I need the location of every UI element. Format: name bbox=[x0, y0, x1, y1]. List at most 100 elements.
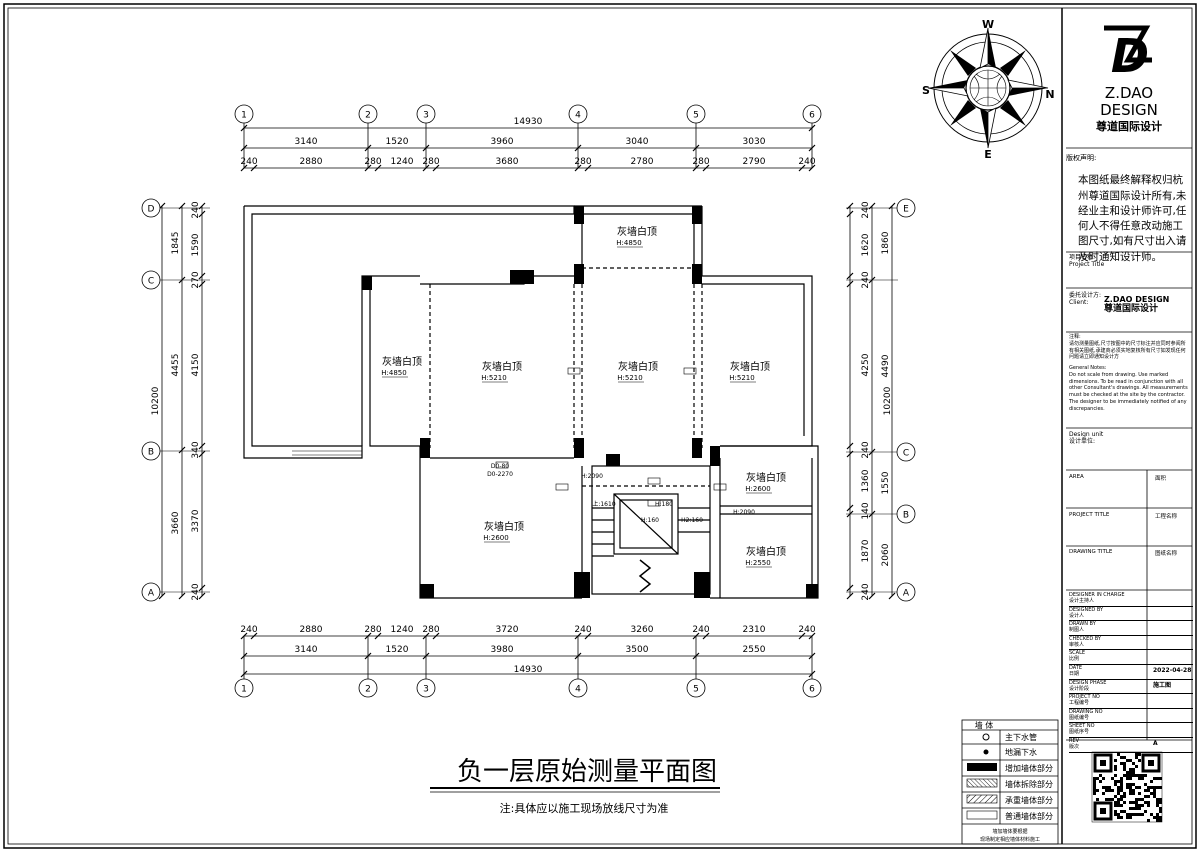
axis-bubble-right-A bbox=[896, 582, 916, 602]
row-en-label: CHECKED BY bbox=[1069, 635, 1101, 642]
legend-item-label: 增加墙体部分 bbox=[1005, 763, 1053, 773]
legend-footer-1: 墙加墙体要根据 bbox=[992, 828, 1027, 835]
row-en-label: DESIGN PHASE bbox=[1069, 679, 1107, 686]
dimension-value: 3140 bbox=[295, 645, 318, 655]
dimension-value: 2880 bbox=[300, 625, 323, 635]
axis-label-2: 2 bbox=[365, 685, 371, 695]
row-cn-label: 日期 bbox=[1069, 670, 1080, 677]
row-value: 施工图 bbox=[1153, 681, 1172, 689]
dimension-value: 3980 bbox=[491, 645, 514, 655]
opening-marker bbox=[683, 367, 697, 375]
room-finish-label: 灰墙白顶 bbox=[617, 225, 657, 238]
sheet-border-outer bbox=[3, 3, 1197, 849]
notes-cn: 请勿测量图纸,尺寸按图中的尺寸标注并应同时参阅所有相关图纸,承建商必须实地复核所… bbox=[1069, 340, 1186, 361]
axis-bubble-1 bbox=[234, 104, 254, 124]
axis-label-4: 4 bbox=[575, 111, 581, 121]
row-en-label: PROJECT NO bbox=[1069, 694, 1100, 701]
axis-label-6: 6 bbox=[809, 685, 815, 695]
dimension-value: 2060 bbox=[881, 543, 891, 566]
axis-label-left: A bbox=[148, 589, 155, 599]
dimension-value: 3260 bbox=[631, 625, 654, 635]
row-en-label: DATE bbox=[1069, 664, 1083, 671]
dimension-value: 2780 bbox=[631, 157, 654, 167]
drawing-title-row-label: DRAWING TITLE bbox=[1069, 549, 1113, 555]
row-en-label: REV bbox=[1069, 737, 1080, 744]
axis-label-4: 4 bbox=[575, 685, 581, 695]
zdao-logo: D bbox=[1104, 25, 1152, 83]
dimension-value: 240 bbox=[240, 625, 257, 635]
room-finish-label: 灰墙白顶 bbox=[618, 360, 658, 373]
row-cn-label: 设计阶段 bbox=[1069, 685, 1090, 692]
north-compass-icon: W E S N bbox=[922, 18, 1055, 161]
axis-bubble-5 bbox=[686, 678, 706, 698]
room-height-label: H:2550 bbox=[745, 559, 770, 567]
area-cn: 面积 bbox=[1155, 476, 1167, 482]
axis-label-1: 1 bbox=[241, 685, 247, 695]
opening-marker bbox=[713, 483, 727, 491]
row-cn-label: 审核人 bbox=[1069, 641, 1085, 648]
dimension-value: 4490 bbox=[881, 354, 891, 377]
room-finish-label: 灰墙白顶 bbox=[382, 355, 422, 368]
axis-bubble-2 bbox=[358, 104, 378, 124]
dimension-value: 3030 bbox=[743, 137, 766, 147]
dimension-value: 1590 bbox=[191, 233, 201, 256]
legend-item-label: 墙体拆除部分 bbox=[1005, 779, 1053, 789]
axis-bubble-4 bbox=[568, 678, 588, 698]
room-height-label: H:5210 bbox=[729, 374, 754, 382]
plan-tag: D0-2270 bbox=[487, 471, 513, 478]
axis-label-left: B bbox=[148, 448, 154, 458]
dimension-value: 140 bbox=[861, 502, 871, 519]
room-height-label: H:5210 bbox=[617, 374, 642, 382]
project-title-label: Project Title bbox=[1069, 261, 1105, 269]
dimension-value: 1845 bbox=[171, 232, 181, 255]
general-notes-text: Do not scale from drawing. Use marked di… bbox=[1069, 371, 1188, 412]
axis-label-5: 5 bbox=[693, 685, 699, 695]
axis-label-right: C bbox=[903, 449, 909, 459]
client-en-label: Client: bbox=[1069, 299, 1089, 307]
dimension-value: 3140 bbox=[295, 137, 318, 147]
dimension-value: 1240 bbox=[391, 157, 414, 167]
axis-bubble-3 bbox=[416, 104, 436, 124]
loadbearing-wall-swatch bbox=[966, 794, 998, 804]
floor-plan bbox=[243, 205, 819, 599]
axis-bubble-4 bbox=[568, 104, 588, 124]
opening-marker bbox=[647, 499, 661, 507]
axis-bubble-left-A bbox=[141, 582, 161, 602]
axis-bubble-left-C bbox=[141, 270, 161, 290]
opening-marker bbox=[495, 461, 509, 469]
dimension-value: 1240 bbox=[391, 625, 414, 635]
dimension-value: 3720 bbox=[496, 625, 519, 635]
area-row: AREA 面积 bbox=[1069, 474, 1189, 482]
room-finish-label: 灰墙白顶 bbox=[482, 360, 522, 373]
dimension-value: 280 bbox=[364, 157, 381, 167]
axis-bubble-right-B bbox=[896, 504, 916, 524]
legend-item-label: 主下水管 bbox=[1005, 732, 1037, 742]
dimension-value: 280 bbox=[422, 625, 439, 635]
dimension-value: 2550 bbox=[743, 645, 766, 655]
axis-bubble-5 bbox=[686, 104, 706, 124]
plan-tag: H2:160 bbox=[681, 517, 703, 524]
dimension-value: 3500 bbox=[626, 645, 649, 655]
dimension-value: 3370 bbox=[191, 509, 201, 532]
room-height-label: H:5210 bbox=[481, 374, 506, 382]
notes-block: 注释: 请勿测量图纸,尺寸按图中的尺寸标注并应同时参阅所有相关图纸,承建商必须实… bbox=[1069, 334, 1189, 412]
row-cn-label: 图纸序号 bbox=[1069, 729, 1090, 736]
right-total-dimension: 10200 bbox=[883, 386, 893, 415]
row-en-label: DRAWING NO bbox=[1069, 708, 1103, 715]
axis-bubble-6 bbox=[802, 678, 822, 698]
compass-w-label: W bbox=[982, 18, 994, 31]
row-cn-label: 设计人 bbox=[1069, 612, 1085, 619]
removed-wall-swatch bbox=[966, 778, 998, 788]
client-logo: Z.DAO DESIGN 尊道国际设计 bbox=[1104, 295, 1169, 315]
axis-label-left: D bbox=[148, 205, 155, 215]
compass-e-label: E bbox=[984, 148, 992, 161]
row-en-label: SCALE bbox=[1069, 650, 1086, 657]
logo-design: DESIGN bbox=[1100, 101, 1158, 119]
notes-label: 注释: bbox=[1069, 334, 1081, 340]
legend-item-label: 地漏下水 bbox=[1005, 747, 1037, 757]
